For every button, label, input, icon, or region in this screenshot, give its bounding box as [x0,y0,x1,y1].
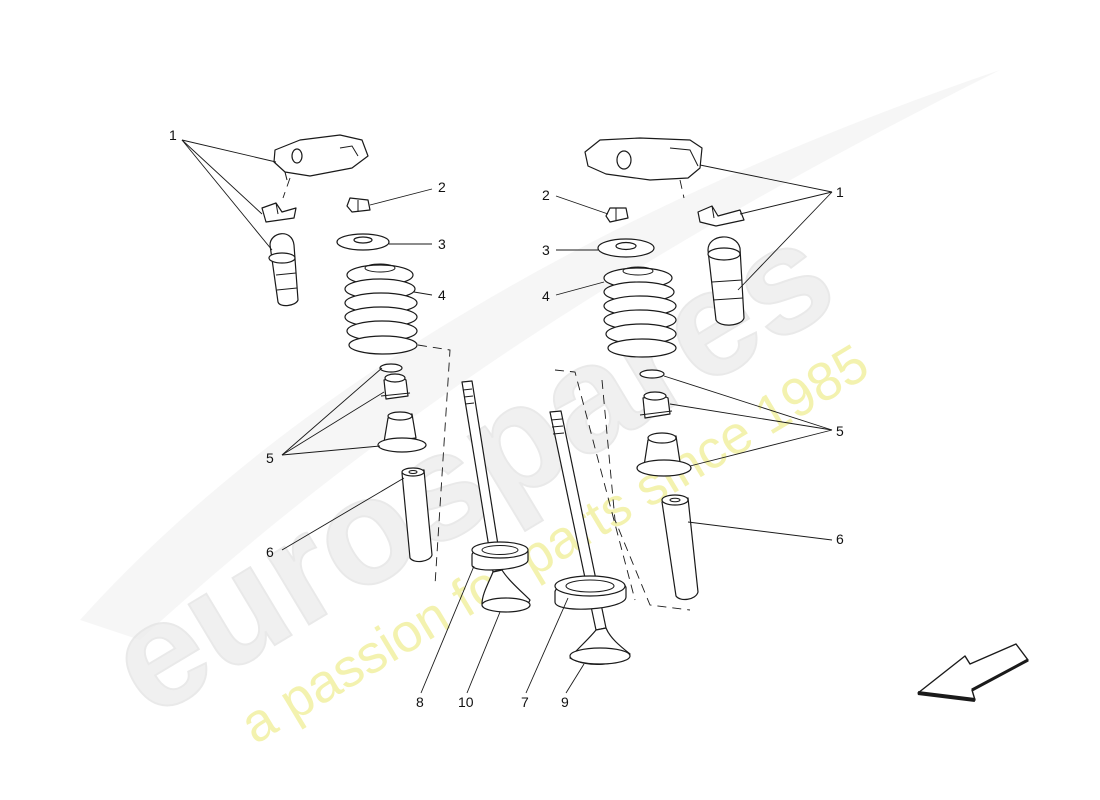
callout-left-1: 1 [169,127,177,143]
right-upper-seal [639,391,673,419]
callout-bottom-9: 9 [561,694,569,710]
left-valve-spring [344,263,418,355]
direction-arrow-icon [917,643,1029,702]
left-lower-seal [377,411,427,453]
callout-bottom-7: 7 [521,694,529,710]
watermark-logo-text: eurospares [80,187,860,748]
callout-left-3: 3 [438,236,446,252]
right-spring-retainer [597,238,655,258]
left-spring-retainer [336,233,390,251]
callout-right-5: 5 [836,423,844,439]
callout-left-6: 6 [266,544,274,560]
left-upper-seal [380,373,411,400]
exhaust-valve [549,410,631,665]
watermark-swoosh [80,70,1000,640]
axis-line-right [601,379,691,611]
right-rocker-arm [584,137,703,181]
left-tappet [268,233,299,307]
axis-line-left-outer [282,177,291,199]
right-valve-guide [661,494,699,601]
left-valve-guide [401,467,433,563]
left-rocker-arm [273,134,369,181]
callout-right-3: 3 [542,242,550,258]
left-seal-washer [379,363,403,373]
callout-right-6: 6 [836,531,844,547]
axis-line-right-top [679,179,685,199]
callout-bottom-8: 8 [416,694,424,710]
right-tappet [707,236,745,326]
exhaust-valve-seat-ring [554,575,627,610]
axis-line-center [554,369,636,601]
intake-valve [461,380,531,613]
right-seal-washer [639,369,665,379]
intake-valve-seat-ring [471,541,529,571]
axis-lines [282,177,691,611]
callout-right-1: 1 [836,184,844,200]
callout-right-2: 2 [542,187,550,203]
left-lash-clip [261,202,297,223]
callout-left-4: 4 [438,287,446,303]
right-valve-collet [605,207,629,223]
callout-right-4: 4 [542,288,550,304]
axis-line-left-inner [417,344,451,586]
right-valve-spring [603,266,677,358]
left-valve-collet [346,197,371,213]
callout-bottom-10: 10 [458,694,474,710]
callout-left-2: 2 [438,179,446,195]
callout-left-5: 5 [266,450,274,466]
right-lower-seal [636,432,692,477]
leader-lines [181,139,833,694]
callout-labels: 1 2 3 4 5 6 1 2 3 4 5 6 8 10 7 9 [169,127,844,710]
right-lash-clip [697,205,745,227]
